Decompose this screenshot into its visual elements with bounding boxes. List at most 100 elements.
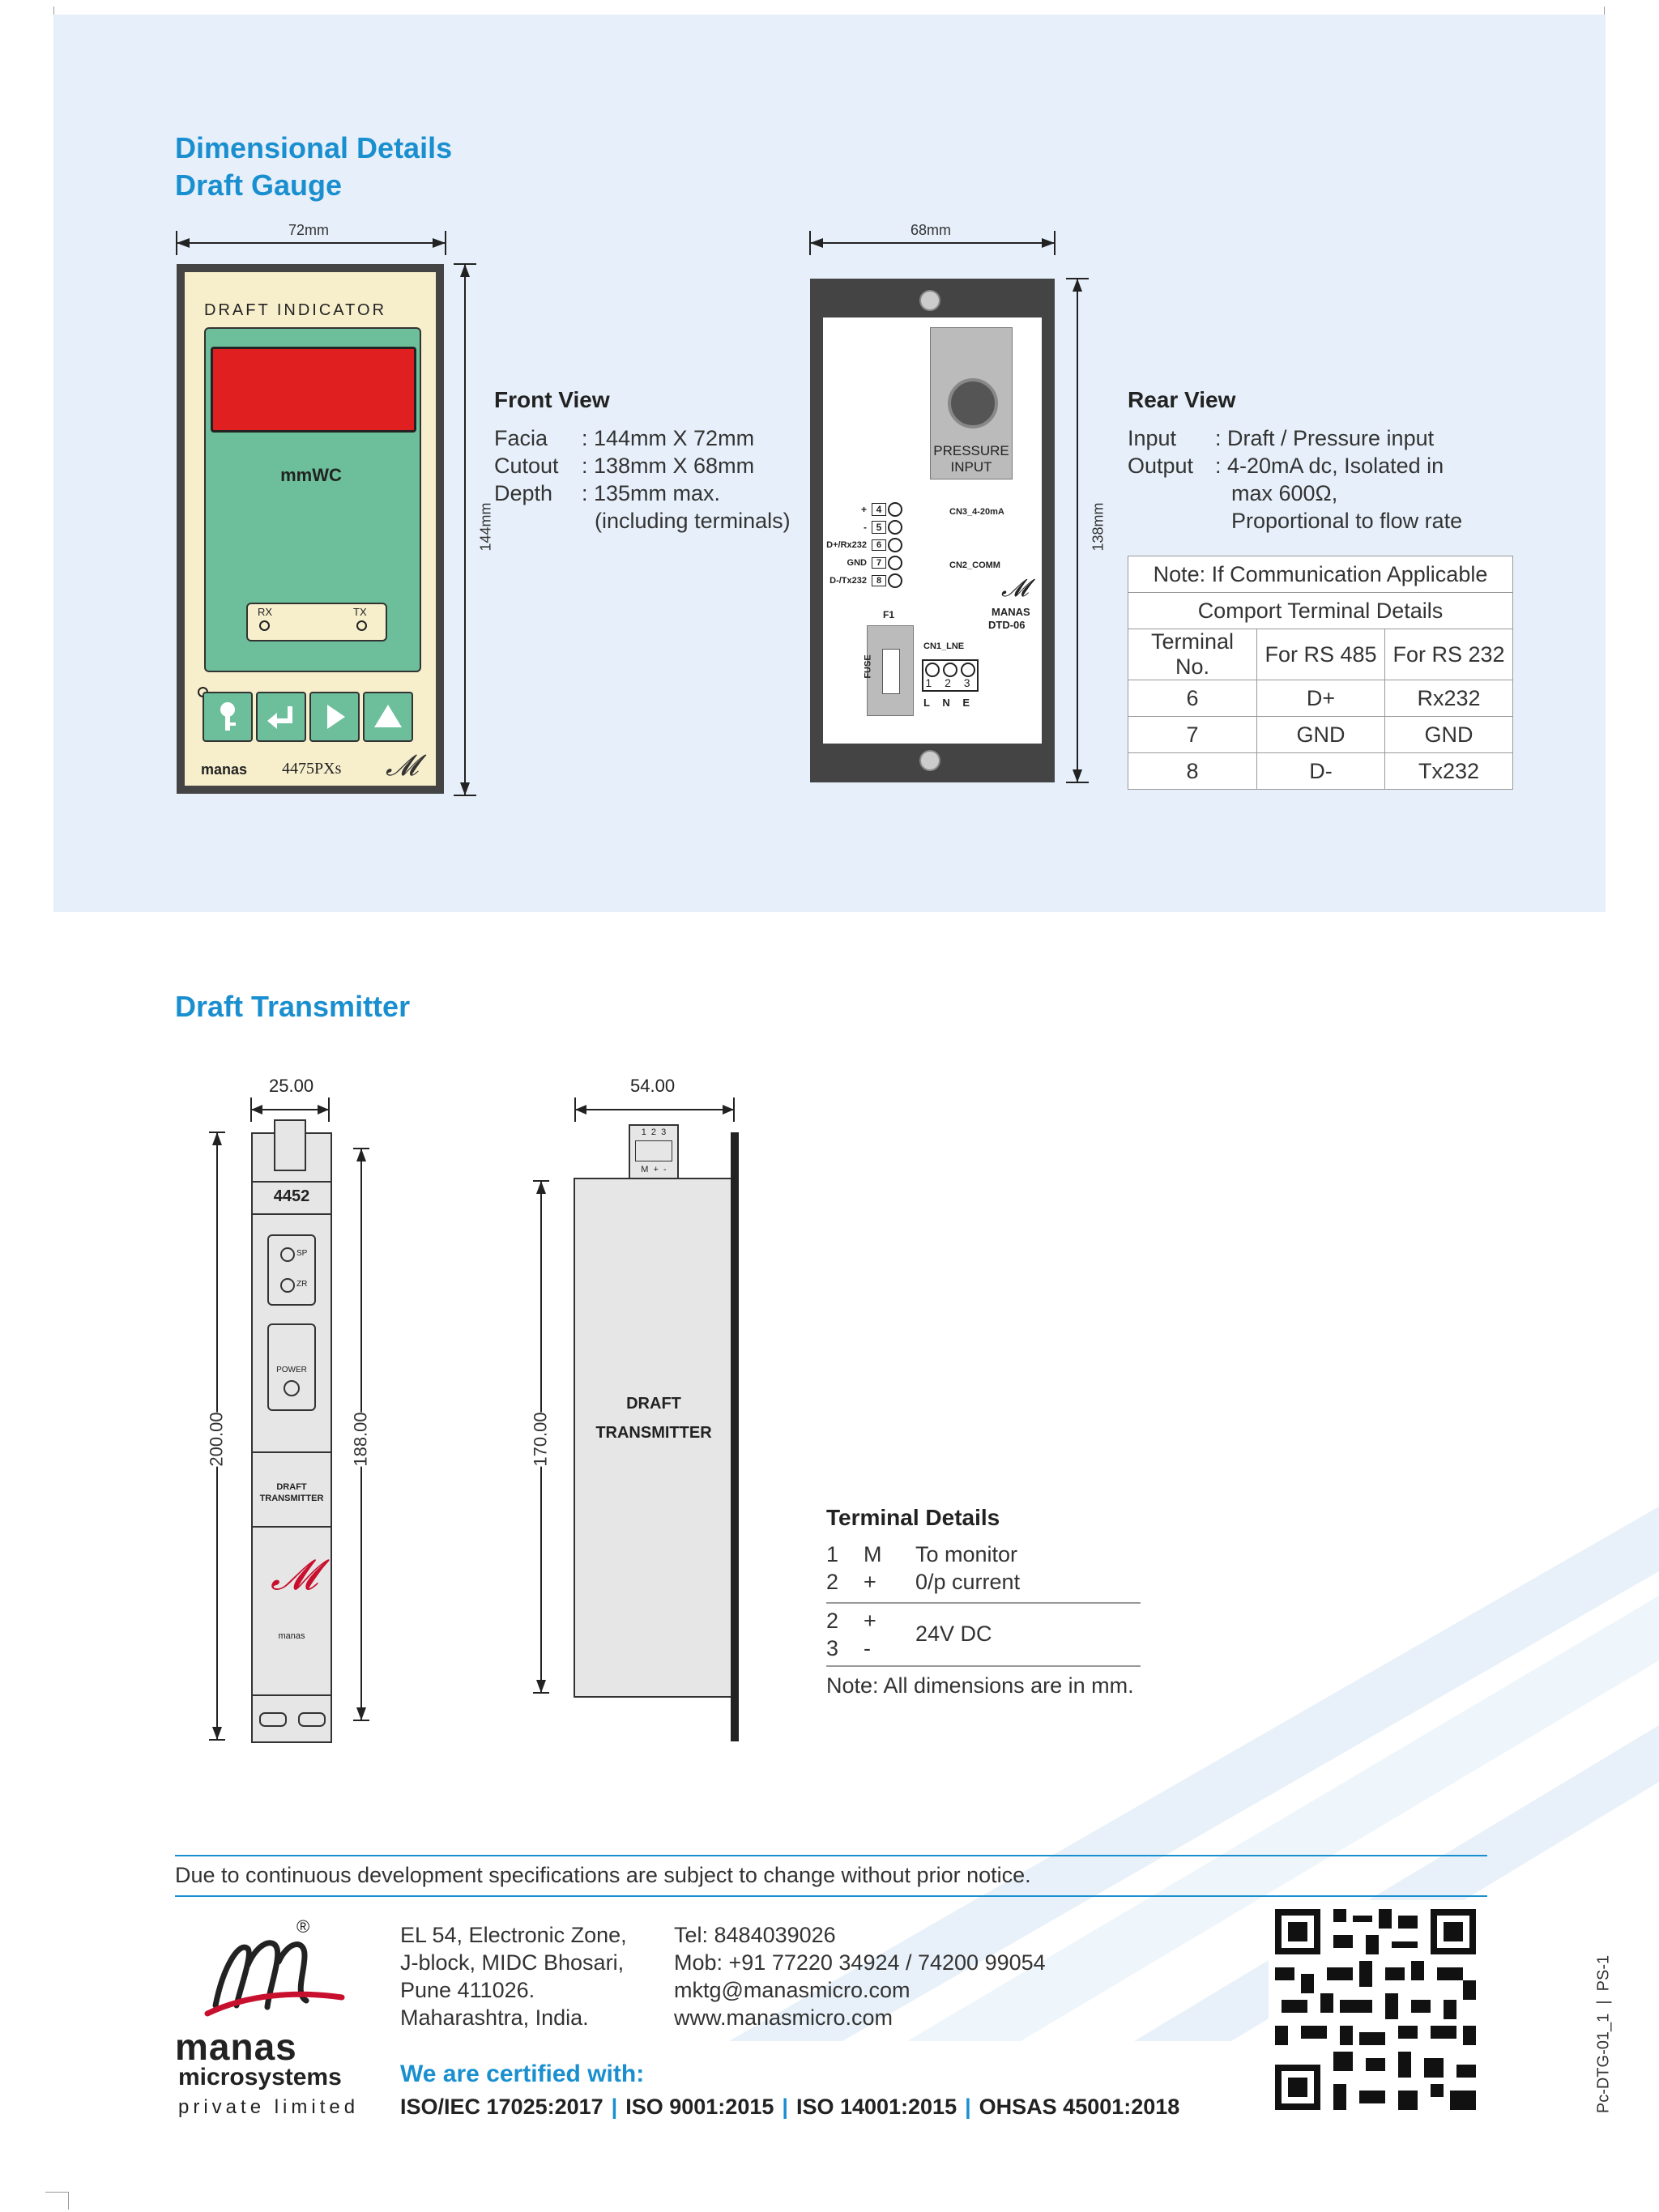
arrow-up-icon bbox=[374, 705, 402, 727]
f1-label: F1 bbox=[883, 609, 895, 620]
spec-row: Input: Draft / Pressure input bbox=[1128, 426, 1435, 450]
footer-notice: Due to continuous development specificat… bbox=[175, 1863, 1031, 1887]
front-label-line2: TRANSMITTER bbox=[595, 1424, 712, 1442]
transmitter-front-width-dimension bbox=[574, 1097, 735, 1122]
crop-mark bbox=[53, 6, 54, 21]
rear-height-dimension bbox=[1066, 278, 1089, 783]
red-display bbox=[211, 347, 416, 433]
website-link[interactable]: www.manasmicro.com bbox=[674, 2005, 893, 2030]
background-stripes bbox=[729, 1507, 1659, 2041]
table-cell: D+ bbox=[1256, 680, 1385, 717]
connector-body bbox=[635, 1140, 672, 1161]
connector-signs: M + - bbox=[641, 1165, 667, 1174]
front-view-title: Front View bbox=[494, 387, 610, 412]
phone: Tel: 8484039026 bbox=[674, 1923, 836, 1947]
front-height-dimension bbox=[454, 263, 476, 796]
side-label-line2: TRANSMITTER bbox=[259, 1494, 324, 1503]
up-button[interactable] bbox=[363, 692, 413, 742]
transmitter-side-body: 4452 SP ZR POWER DRAFT TRANSMITTER 𝓜 man… bbox=[251, 1119, 332, 1743]
logo-mark: 𝓜 bbox=[1001, 575, 1029, 602]
terminal-row: +4 bbox=[826, 501, 956, 518]
right-button[interactable] bbox=[309, 692, 360, 742]
front-logo-icon: 𝓜 bbox=[386, 749, 419, 782]
table-cell: Tx232 bbox=[1384, 752, 1513, 790]
device-title: DRAFT INDICATOR bbox=[204, 301, 387, 319]
terminal-group-2: 2+ 3- bbox=[826, 1607, 1141, 1662]
power-panel: POWER bbox=[267, 1323, 316, 1411]
front-device: DRAFT INDICATOR mmWC RX TX manas 4475PXs… bbox=[177, 264, 444, 794]
divider bbox=[253, 1451, 331, 1453]
transmitter-side-width-dimension bbox=[250, 1097, 330, 1122]
din-clip bbox=[274, 1119, 306, 1171]
rx-tx-box: RX TX bbox=[246, 603, 387, 641]
power-label: POWER bbox=[276, 1366, 307, 1375]
footer-rule-top bbox=[175, 1855, 1487, 1856]
heading-draft-gauge: Draft Gauge bbox=[175, 168, 343, 202]
key-button[interactable] bbox=[203, 692, 253, 742]
terminal-connector: 1 2 3 M + - bbox=[629, 1124, 679, 1183]
terminal-divider bbox=[826, 1665, 1141, 1667]
heading-draft-transmitter: Draft Transmitter bbox=[175, 990, 411, 1023]
zr-knob-icon[interactable] bbox=[280, 1278, 295, 1293]
logo-sub: microsystems bbox=[178, 2064, 342, 2091]
cert-item: ISO 14001:2015 bbox=[795, 2095, 957, 2119]
fuse-label: FUSE bbox=[863, 654, 873, 679]
company-logo: ® manas microsystems private limited bbox=[175, 1916, 369, 2124]
front-model: 4475PXs bbox=[282, 760, 342, 778]
sp-knob-icon[interactable] bbox=[280, 1247, 295, 1262]
cn2-label: CN2_COMM bbox=[949, 560, 1000, 570]
transmitter-front-width-label: 54.00 bbox=[630, 1076, 676, 1096]
qr-code-icon bbox=[1269, 1903, 1482, 2116]
qr-code[interactable] bbox=[1269, 1900, 1482, 2119]
tx-label: TX bbox=[353, 606, 367, 618]
enter-button[interactable] bbox=[256, 692, 306, 742]
registered-mark: ® bbox=[296, 1916, 310, 1937]
spec-row: Depth: 135mm max. bbox=[494, 481, 721, 505]
side-brand: manas bbox=[278, 1631, 305, 1641]
spec-row: max 600Ω, bbox=[1231, 481, 1338, 505]
heading-dimensional-details: Dimensional Details bbox=[175, 131, 453, 164]
spec-row: Cutout: 138mm X 68mm bbox=[494, 454, 755, 478]
crop-mark bbox=[68, 2192, 69, 2210]
top-screw-icon bbox=[919, 290, 940, 311]
cn1-label: CN1_LNE bbox=[923, 641, 965, 651]
table-row: Comport Terminal Details bbox=[1128, 592, 1513, 629]
screw-icon bbox=[888, 573, 902, 588]
spec-row: (including terminals) bbox=[595, 509, 791, 533]
front-device-face: DRAFT INDICATOR mmWC RX TX manas 4475PXs… bbox=[185, 272, 436, 786]
screw-icon bbox=[888, 556, 902, 570]
pressure-label: PRESSURE INPUT bbox=[933, 443, 1009, 475]
terminal-divider bbox=[826, 1602, 1141, 1604]
screw-icon bbox=[925, 663, 940, 677]
spec-row: Facia: 144mm X 72mm bbox=[494, 426, 755, 450]
screw-icon bbox=[888, 502, 902, 517]
mounting-rail bbox=[731, 1132, 739, 1741]
bottom-screw-icon bbox=[919, 750, 940, 771]
company-contact: Tel: 8484039026 Mob: +91 77220 34924 / 7… bbox=[674, 1921, 1046, 2031]
spec-row: Output: 4-20mA dc, Isolated in bbox=[1128, 454, 1444, 478]
enter-icon bbox=[267, 706, 292, 729]
column-header: For RS 485 bbox=[1256, 629, 1385, 680]
display-panel: mmWC RX TX bbox=[204, 327, 421, 672]
zr-label: ZR bbox=[296, 1280, 308, 1289]
unit-label: mmWC bbox=[280, 465, 342, 485]
rear-brand: MANAS bbox=[992, 606, 1030, 618]
mount-slot-icon bbox=[259, 1712, 287, 1727]
terminal-row: 3- bbox=[826, 1636, 871, 1660]
rx-led bbox=[259, 620, 270, 631]
transmitter-front-height-label: 170.00 bbox=[530, 1412, 552, 1467]
sp-label: SP bbox=[296, 1249, 308, 1258]
column-header: Terminal No. bbox=[1128, 629, 1257, 680]
pressure-housing: PRESSURE INPUT bbox=[930, 327, 1013, 479]
terminal-supply: 24V DC bbox=[915, 1622, 992, 1646]
cn1-numbers: 1 2 3 bbox=[925, 676, 975, 689]
email-link[interactable]: mktg@manasmicro.com bbox=[674, 1978, 911, 2002]
